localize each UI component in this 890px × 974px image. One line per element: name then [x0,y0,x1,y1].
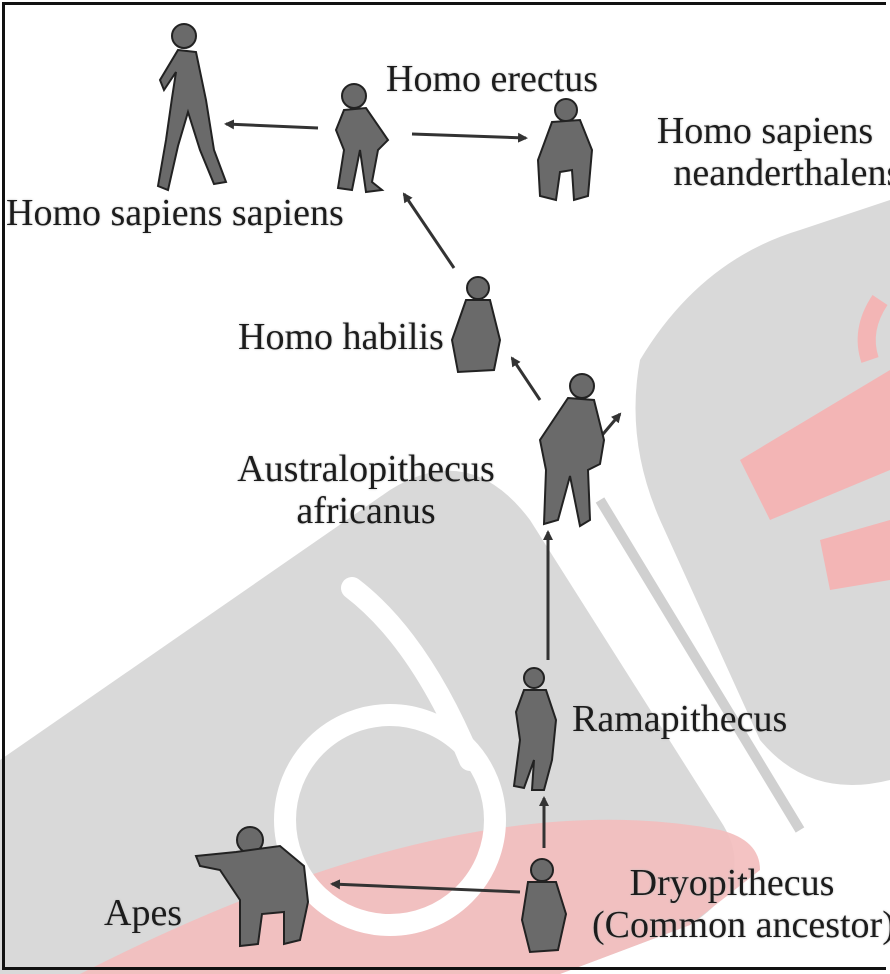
arrow-dryopithecus-to-apes [332,884,520,892]
label-homo-sapiens-neanderthalensis: Homo sapiens neanderthalensis [650,110,890,194]
label-dryopithecus-line2: (Common ancestor) [592,904,872,946]
label-australopithecus-africanus: Australopithecus africanus [228,448,504,532]
arrow-erectus-to-neanderthal [412,134,526,138]
label-dryopithecus-line1: Dryopithecus [592,862,872,904]
label-homo-sapiens-sapiens: Homo sapiens sapiens [6,192,344,234]
homo-erectus-figure [336,84,388,192]
neanderthal-figure [538,99,592,200]
label-australopithecus-line2: africanus [228,490,504,532]
homo-sapiens-sapiens-figure [158,24,226,190]
label-homo-habilis: Homo habilis [238,316,444,358]
label-neanderthalensis-line2: neanderthalensis [650,152,890,194]
label-dryopithecus: Dryopithecus (Common ancestor) [592,862,872,946]
arrow-australopithecus-to-habilis [512,358,540,400]
dryopithecus-figure [522,859,566,952]
label-apes: Apes [104,892,182,934]
label-neanderthalensis-line1: Homo sapiens [650,110,880,152]
australopithecus-figure [540,374,604,526]
label-homo-erectus: Homo erectus [386,58,598,100]
ape-figure [196,827,308,946]
label-ramapithecus: Ramapithecus [572,698,787,740]
label-australopithecus-line1: Australopithecus [228,448,504,490]
homo-habilis-figure [452,277,500,372]
ramapithecus-figure [514,668,556,790]
arrow-erectus-to-sapiens [226,124,318,128]
arrow-habilis-to-erectus [404,194,454,268]
